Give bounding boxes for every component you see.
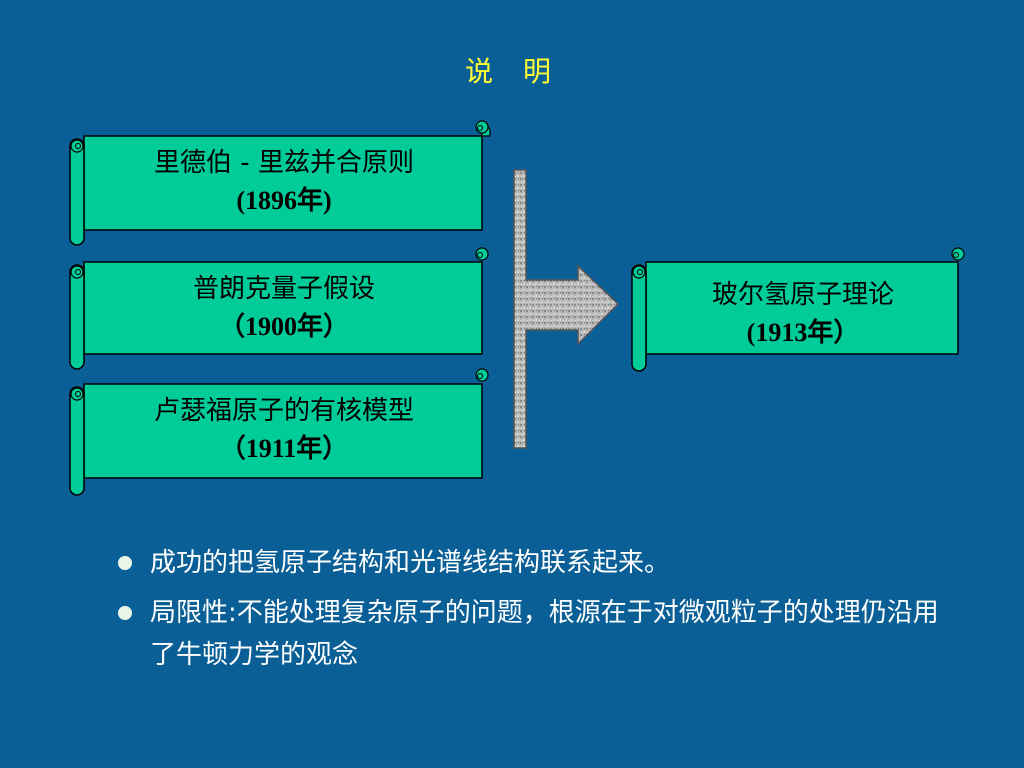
merge-arrow (513, 169, 620, 449)
scroll-2-text: 普朗克量子假设 （1900年） (84, 270, 484, 346)
bullet-item: 局限性:不能处理复杂原子的问题，根源在于对微观粒子的处理仍沿用了牛顿力学的观念 (112, 592, 942, 676)
scroll-1-text: 里德伯 - 里兹并合原则 (1896年) (84, 144, 484, 220)
scroll-2-line1: 普朗克量子假设 (192, 274, 375, 304)
bullet-text-1: 成功的把氢原子结构和光谱线结构联系起来。 (150, 548, 671, 578)
scroll-3-line2: （1911年） (219, 434, 349, 463)
scroll-1-line2: (1896年) (236, 186, 332, 215)
scroll-3-text: 卢瑟福原子的有核模型 （1911年） (84, 392, 484, 468)
scroll-bohr-theory: 玻尔氢原子理论 (1913年） (630, 246, 966, 372)
title-char-2: 明 (523, 55, 560, 88)
scroll-1-line1: 里德伯 - 里兹并合原则 (154, 148, 414, 178)
scroll-rydberg-ritz: 里德伯 - 里兹并合原则 (1896年) (68, 118, 491, 246)
scroll-3-shape (69, 368, 489, 496)
bullet-item: 成功的把氢原子结构和光谱线结构联系起来。 (112, 542, 942, 584)
scroll-result-line1: 玻尔氢原子理论 (711, 280, 894, 310)
slide-title: 说明 (0, 50, 1024, 90)
bullet-text-2: 局限性:不能处理复杂原子的问题，根源在于对微观粒子的处理仍沿用了牛顿力学的观念 (150, 598, 939, 670)
scroll-result-line2: (1913年） (746, 318, 860, 347)
scroll-2-line2: （1900年） (218, 312, 349, 341)
bullet-dot-icon (118, 556, 132, 570)
scroll-3-line1: 卢瑟福原子的有核模型 (153, 396, 414, 426)
scroll-planck: 普朗克量子假设 （1900年） (68, 246, 490, 370)
bullet-list: 成功的把氢原子结构和光谱线结构联系起来。 局限性:不能处理复杂原子的问题，根源在… (112, 542, 942, 684)
scroll-2-shape (69, 247, 489, 370)
bullet-dot-icon (118, 606, 132, 620)
arrow-shape (513, 169, 620, 449)
title-char-1: 说 (464, 55, 501, 88)
scroll-rutherford: 卢瑟福原子的有核模型 （1911年） (68, 366, 490, 496)
scroll-1-shape (69, 120, 491, 246)
scroll-result-shape (631, 247, 965, 372)
scroll-result-text: 玻尔氢原子理论 (1913年） (646, 276, 960, 352)
